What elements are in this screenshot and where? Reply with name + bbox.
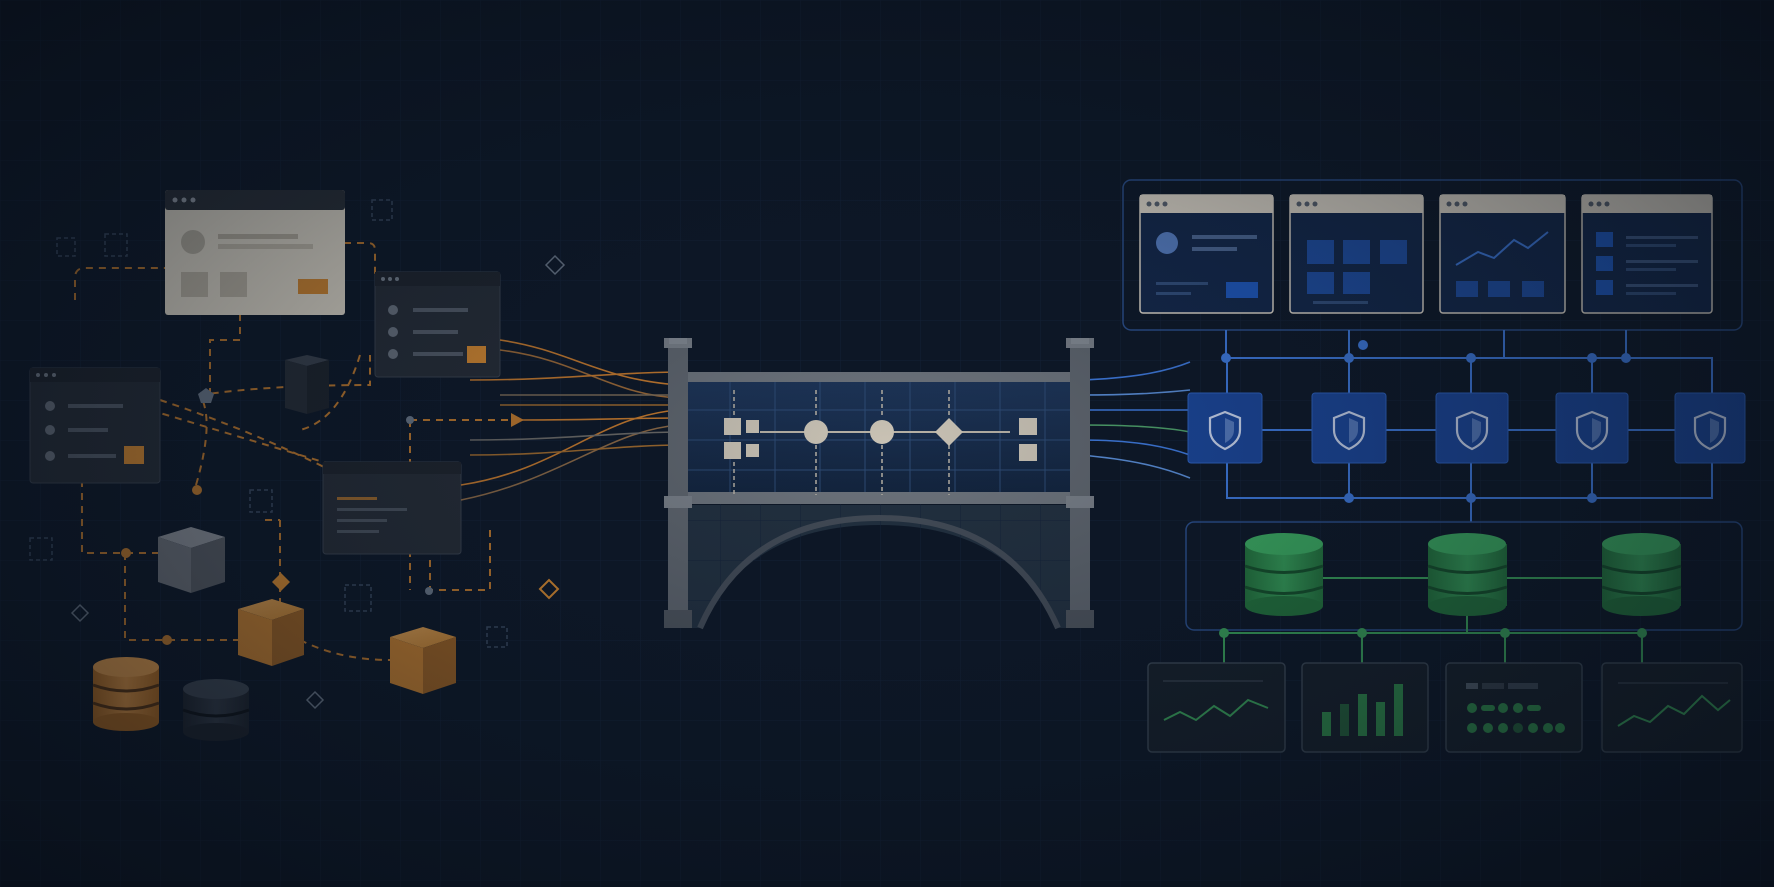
green-database-icon (1244, 533, 1324, 616)
junction-dot (121, 548, 131, 558)
modern-app-window (1139, 194, 1274, 314)
junction-dot (406, 416, 414, 424)
orange-cube-icon (390, 627, 456, 694)
bridge-pillar-left (664, 338, 692, 628)
modern-app-window (1289, 194, 1424, 314)
bridge-top-rail (685, 372, 1073, 382)
green-database-icon (1601, 533, 1682, 616)
legacy-window-dark (322, 461, 462, 555)
avatar-icon (1156, 232, 1178, 254)
shield-service (1674, 392, 1746, 464)
avatar-icon (181, 230, 205, 254)
dark-cube-icon (285, 355, 329, 414)
circle-node-icon (804, 420, 828, 444)
green-database-icon (1427, 533, 1508, 616)
orange-database-icon (92, 657, 160, 731)
legacy-window-dark (29, 367, 161, 484)
orange-cube-icon (238, 599, 304, 666)
dark-database-icon (182, 679, 250, 741)
dashboard-panel (1445, 662, 1583, 753)
junction-dot (425, 587, 433, 595)
bridge-bottom-rail (685, 492, 1073, 504)
shield-service (1311, 392, 1387, 464)
junction-dot (162, 635, 172, 645)
shield-service (1187, 392, 1263, 464)
modern-app-window (1439, 194, 1566, 314)
circle-node-icon (870, 420, 894, 444)
dashboard-panel (1601, 662, 1743, 753)
shield-service (1435, 392, 1509, 464)
legacy-window-light (165, 190, 345, 315)
grey-cube-icon (158, 527, 225, 593)
bridge-pillar-right (1066, 338, 1094, 628)
junction-dot (192, 485, 202, 495)
legacy-window-dark (374, 271, 501, 378)
shield-service (1555, 392, 1629, 464)
dashboard-panel (1301, 662, 1429, 753)
dashboard-panel (1147, 662, 1286, 753)
modern-app-window (1581, 194, 1713, 314)
